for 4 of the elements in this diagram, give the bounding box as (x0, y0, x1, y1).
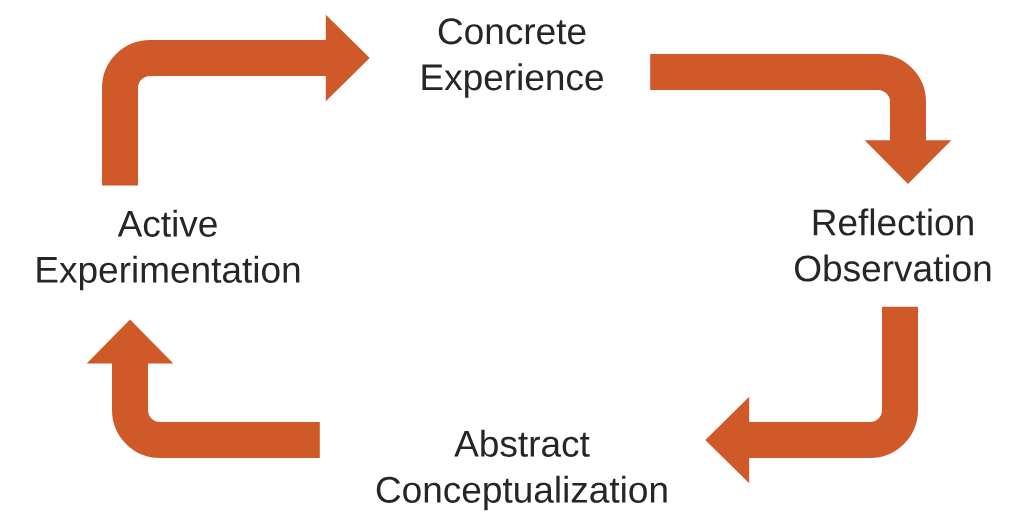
stage-label: Concrete Experience (422, 18, 603, 98)
stage-label: Abstract Conceptualization (376, 429, 667, 511)
stage-label: Reflection Observation (795, 208, 991, 282)
stage-label: Active Experimentation (37, 209, 300, 291)
